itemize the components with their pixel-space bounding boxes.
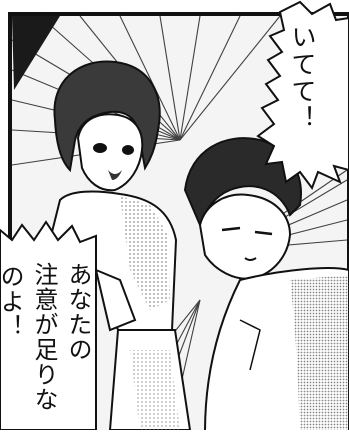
speech-bubble-left-line-1: あなたの [64, 262, 92, 362]
speech-bubble-right [256, 0, 349, 191]
woman-character [48, 60, 192, 431]
speech-bubble-left-line-3: のよ！ [0, 264, 24, 339]
man-character [183, 137, 349, 433]
speech-bubble-left-line-2: 注意が足りな [30, 262, 58, 412]
corner-shadow [12, 16, 60, 90]
speech-bubble-right-text: いてて！ [288, 24, 317, 132]
